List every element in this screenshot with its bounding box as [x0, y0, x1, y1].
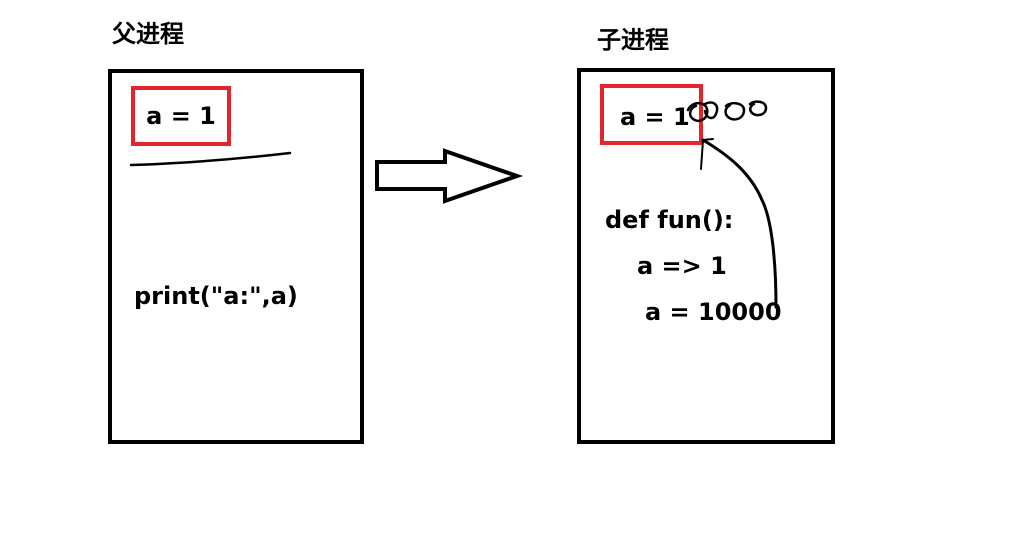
- parent-process-title: 父进程: [112, 20, 184, 48]
- child-code-line-1: a => 1: [637, 252, 727, 280]
- block-arrow-icon: [375, 148, 524, 204]
- parent-print-statement: print("a:",a): [134, 282, 298, 310]
- parent-variable-highlight: a = 1: [131, 86, 231, 146]
- parent-process-box: [108, 69, 364, 444]
- child-def-line: def fun():: [605, 206, 734, 234]
- child-variable: a = 1: [620, 103, 690, 131]
- child-process-title: 子进程: [597, 26, 669, 54]
- child-code-line-2: a = 10000: [645, 298, 782, 326]
- parent-variable: a = 1: [146, 102, 216, 130]
